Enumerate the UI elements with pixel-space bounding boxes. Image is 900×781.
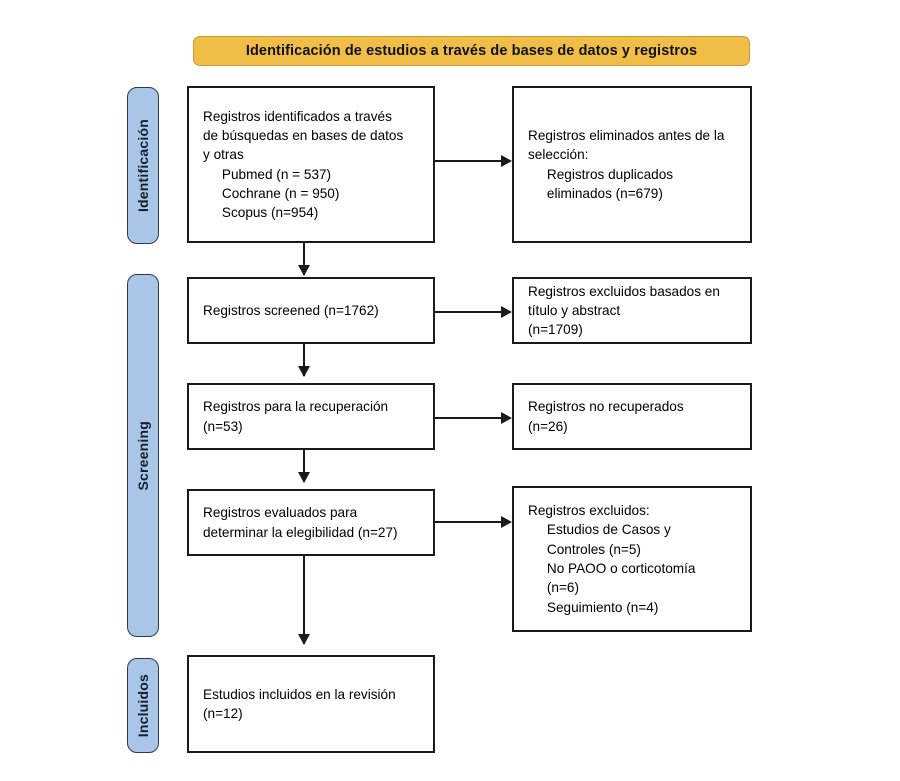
stage-label-identificacion-text: Identificación	[135, 118, 151, 213]
box-records-excluded-title-abstract: Registros excluidos basados en título y …	[512, 277, 752, 344]
arrowhead-screened-to-sought	[298, 366, 310, 377]
box-records-identified-text: Registros identificados a través de búsq…	[203, 108, 404, 221]
box-records-screened-text: Registros screened (n=1762)	[203, 302, 379, 318]
arrowhead-sought-to-not-retrieved	[501, 412, 512, 424]
box-records-excluded-title-abstract-text: Registros excluidos basados en título y …	[528, 283, 720, 338]
arrowhead-identified-to-screened	[298, 265, 310, 276]
box-records-removed-text: Registros eliminados antes de la selecci…	[528, 127, 725, 201]
connector-assessed-to-included	[303, 556, 305, 644]
box-studies-included-text: Estudios incluidos en la revisión (n=12)	[203, 686, 396, 721]
box-records-sought-for-retrieval: Registros para la recuperación (n=53)	[187, 383, 435, 450]
arrowhead-assessed-to-excluded-reasons	[501, 516, 512, 528]
box-records-screened: Registros screened (n=1762)	[187, 277, 435, 344]
box-records-sought-text: Registros para la recuperación (n=53)	[203, 399, 389, 434]
stage-label-screening: Screening	[127, 274, 159, 637]
connector-sought-to-not-retrieved	[435, 417, 501, 419]
box-records-excluded-reasons-text: Registros excluidos: Estudios de Casos y…	[528, 503, 696, 615]
box-records-not-retrieved: Registros no recuperados (n=26)	[512, 383, 752, 450]
stage-label-identificacion: Identificación	[127, 87, 159, 244]
box-records-assessed-for-eligibility: Registros evaluados para determinar la e…	[187, 489, 435, 556]
connector-identified-to-removed	[435, 160, 501, 162]
arrowhead-identified-to-removed	[501, 155, 512, 167]
box-records-removed-before-screening: Registros eliminados antes de la selecci…	[512, 86, 752, 243]
connector-sought-to-assessed	[303, 450, 305, 482]
connector-assessed-to-excluded-reasons	[435, 521, 501, 523]
arrowhead-sought-to-assessed	[298, 472, 310, 483]
connector-screened-to-excluded-title-abstract	[435, 311, 501, 313]
stage-label-incluidos: Incluidos	[127, 658, 159, 753]
box-records-excluded-with-reasons: Registros excluidos: Estudios de Casos y…	[512, 486, 752, 632]
diagram-banner-title: Identificación de estudios a través de b…	[193, 36, 750, 66]
connector-identified-to-screened	[303, 243, 305, 275]
box-studies-included-in-review: Estudios incluidos en la revisión (n=12)	[187, 655, 435, 753]
connector-screened-to-sought	[303, 344, 305, 376]
box-records-assessed-text: Registros evaluados para determinar la e…	[203, 505, 398, 540]
box-records-identified: Registros identificados a través de búsq…	[187, 86, 435, 243]
stage-label-incluidos-text: Incluidos	[135, 673, 151, 738]
stage-label-screening-text: Screening	[135, 420, 151, 491]
banner-title-text: Identificación de estudios a través de b…	[245, 43, 698, 59]
arrowhead-screened-to-excluded-title-abstract	[501, 306, 512, 318]
arrowhead-assessed-to-included	[298, 634, 310, 645]
box-records-not-retrieved-text: Registros no recuperados (n=26)	[528, 399, 684, 434]
